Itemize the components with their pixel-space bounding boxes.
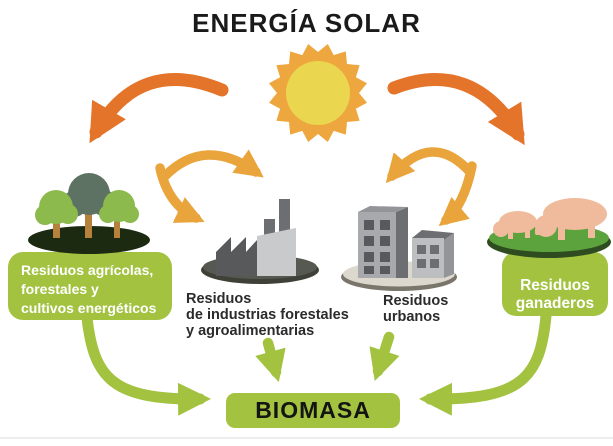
arrow-sun-to-trees — [89, 73, 229, 144]
label-line: de industrias forestales — [186, 307, 349, 323]
biomasa-box: BIOMASA — [226, 393, 400, 428]
sun-icon — [269, 44, 367, 142]
label-residuos-agricolas: Residuos agrícolas, forestales y cultivo… — [8, 252, 172, 320]
label-residuos-urbanos: Residuos urbanos — [383, 293, 448, 325]
page-title: ENERGÍA SOLAR — [192, 8, 421, 38]
sun-core — [286, 61, 350, 125]
arrow-industrias-to-biomasa — [255, 337, 286, 383]
trees-icon — [28, 173, 150, 254]
label-line: ganaderos — [515, 295, 595, 312]
label-line: Residuos — [383, 293, 449, 309]
label-line: Residuos — [520, 277, 590, 294]
arrow-sun-to-factory-upper — [160, 149, 264, 181]
pigs-icon — [487, 198, 611, 258]
label-line: Residuos agrícolas, — [21, 262, 154, 278]
bottom-divider — [0, 437, 613, 439]
buildings-icon — [341, 206, 457, 291]
sun-rays — [269, 44, 367, 142]
arrow-sun-to-buildings-lower — [438, 161, 477, 227]
arrow-sun-to-pigs — [387, 73, 525, 146]
label-line: forestales y — [21, 281, 99, 297]
arrow-sun-to-buildings-upper — [385, 147, 475, 184]
arrow-ganaderos-to-biomasa — [419, 310, 552, 416]
arrow-urbanos-to-biomasa — [369, 331, 400, 381]
label-line: urbanos — [383, 309, 441, 325]
label-line: y agroalimentarias — [186, 323, 315, 339]
arrow-agricolas-to-biomasa — [81, 312, 211, 416]
factory-icon — [201, 199, 319, 284]
arrow-sun-to-factory-lower — [155, 163, 205, 223]
label-line: cultivos energéticos — [21, 300, 157, 316]
label-residuos-ganaderos: Residuos ganaderos — [502, 252, 608, 316]
label-line: Residuos — [186, 291, 252, 307]
label-residuos-industrias: Residuos de industrias forestales y agro… — [186, 291, 349, 339]
